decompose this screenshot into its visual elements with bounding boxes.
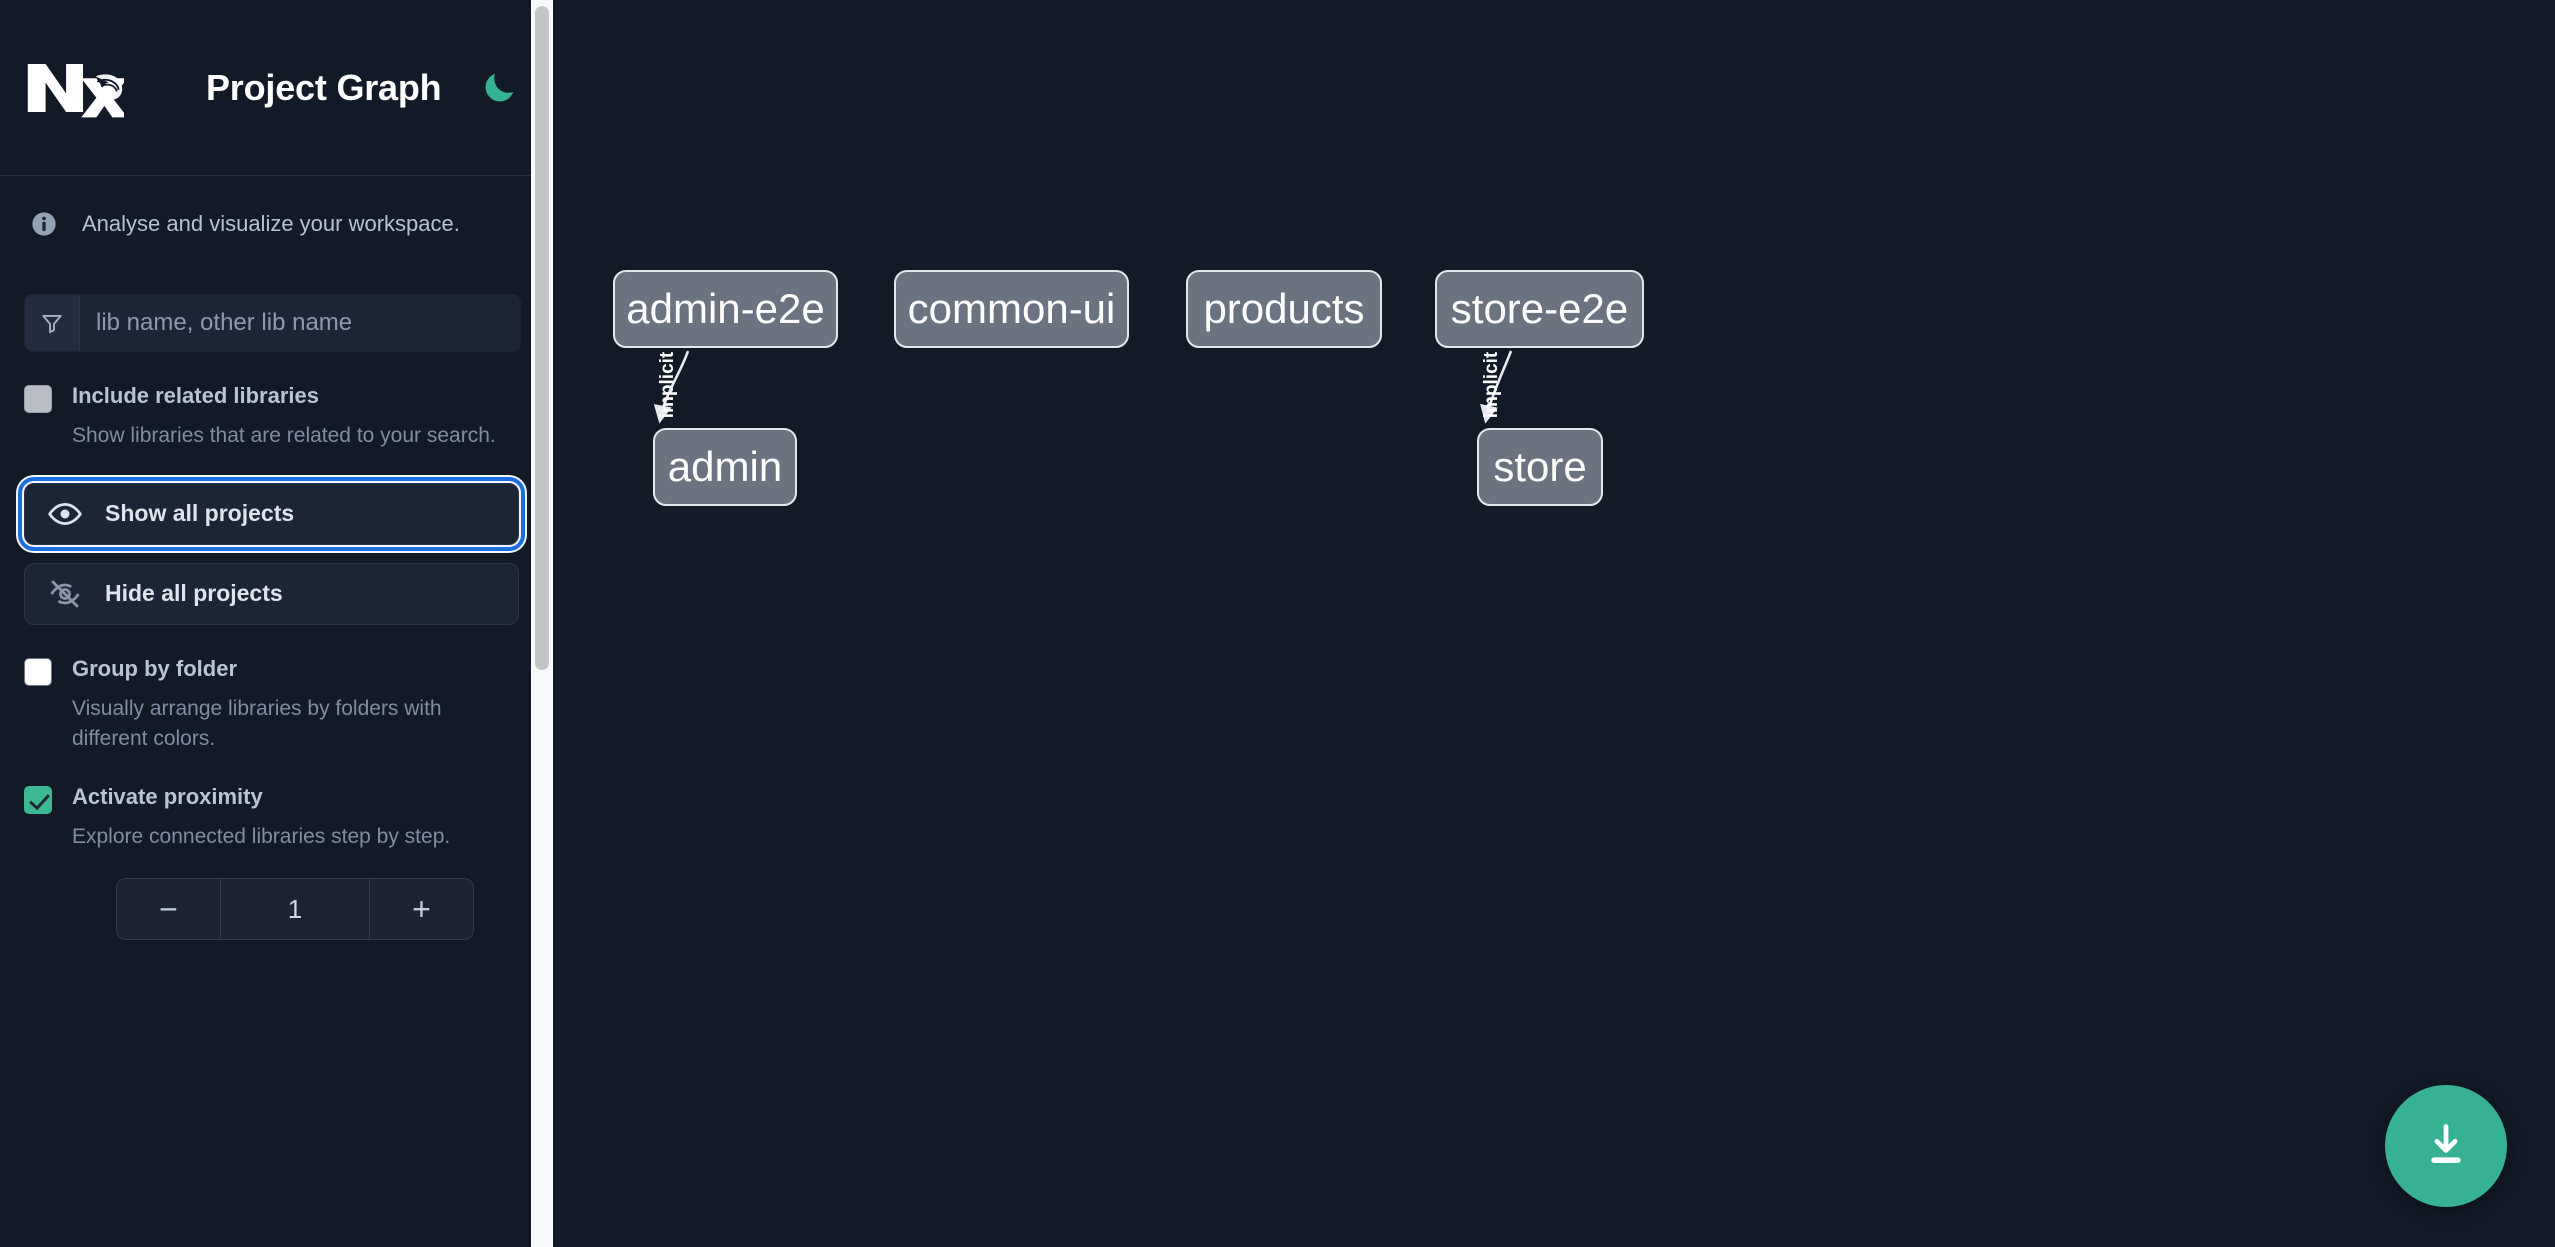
- search-section: [0, 272, 553, 352]
- option-group-by-folder: Group by folder Visually arrange librari…: [0, 625, 553, 754]
- proximity-stepper: − 1 +: [116, 878, 474, 941]
- graph-node-label: store: [1493, 443, 1587, 490]
- activate-proximity-label[interactable]: Activate proximity: [72, 784, 263, 810]
- eye-icon: [47, 496, 83, 532]
- include-related-libraries-label[interactable]: Include related libraries: [72, 383, 319, 408]
- graph-node-label: admin: [667, 443, 783, 490]
- download-icon: [2420, 1119, 2472, 1174]
- activate-proximity-checkbox[interactable]: [24, 786, 52, 815]
- edge-label-store: implicit: [1481, 351, 1502, 418]
- hide-all-projects-label: Hide all projects: [105, 580, 283, 607]
- graph-node-store-e2e[interactable]: store-e2e: [1435, 270, 1644, 348]
- proximity-increment-button[interactable]: +: [369, 879, 473, 940]
- page-title: Project Graph: [206, 66, 442, 108]
- search-box[interactable]: [24, 294, 521, 352]
- info-icon: [30, 210, 58, 238]
- graph-canvas[interactable]: implicit implicit admin-e2e common-ui pr…: [553, 0, 2555, 1247]
- sidebar-header: Project Graph: [0, 0, 553, 175]
- graph-node-label: store-e2e: [1450, 285, 1629, 332]
- show-all-projects-label: Show all projects: [105, 500, 295, 527]
- download-graph-button[interactable]: [2385, 1085, 2507, 1207]
- proximity-value: 1: [221, 879, 369, 940]
- sidebar-scrollbar-track[interactable]: [531, 0, 553, 1247]
- group-by-folder-label[interactable]: Group by folder: [72, 655, 237, 681]
- nx-logo: [26, 57, 128, 119]
- graph-node-admin[interactable]: admin: [653, 428, 797, 506]
- sidebar: Project Graph Analyse and visualize y: [0, 0, 553, 1247]
- graph-edges: implicit implicit: [653, 350, 1513, 424]
- graph-node-admin-e2e[interactable]: admin-e2e: [613, 270, 838, 348]
- graph-node-label: common-ui: [907, 285, 1116, 332]
- option-activate-proximity: Activate proximity Explore connected lib…: [0, 753, 553, 852]
- activate-proximity-description: Explore connected libraries step by step…: [72, 825, 451, 849]
- workspace-info-text: Analyse and visualize your workspace.: [82, 211, 460, 236]
- hide-all-projects-button[interactable]: Hide all projects: [24, 562, 519, 625]
- graph-node-products[interactable]: products: [1186, 270, 1382, 348]
- edge-label-admin: implicit: [657, 351, 678, 418]
- filter-icon[interactable]: [25, 295, 80, 351]
- graph-node-common-ui[interactable]: common-ui: [894, 270, 1129, 348]
- sidebar-scrollbar-thumb[interactable]: [535, 6, 549, 670]
- include-related-libraries-checkbox[interactable]: [24, 385, 52, 413]
- graph-node-label: products: [1203, 285, 1365, 332]
- group-by-folder-checkbox[interactable]: [24, 657, 52, 686]
- show-all-projects-button[interactable]: Show all projects: [18, 476, 525, 551]
- header-divider: [0, 175, 553, 176]
- option-include-related-libraries: Include related libraries Show libraries…: [0, 352, 553, 451]
- proximity-stepper-wrap: − 1 +: [0, 852, 553, 980]
- include-related-libraries-description: Show libraries that are related to your …: [72, 424, 496, 447]
- visibility-buttons: Show all projects Hide all projects: [0, 451, 553, 625]
- proximity-decrement-button[interactable]: −: [117, 879, 221, 940]
- eye-off-icon: [47, 576, 83, 612]
- group-by-folder-description: Visually arrange libraries by folders wi…: [72, 696, 442, 750]
- search-input[interactable]: [80, 295, 520, 351]
- graph-node-label: admin-e2e: [626, 285, 825, 332]
- moon-icon[interactable]: [477, 66, 521, 110]
- workspace-info: Analyse and visualize your workspace.: [0, 176, 553, 272]
- graph-node-store[interactable]: store: [1477, 428, 1603, 506]
